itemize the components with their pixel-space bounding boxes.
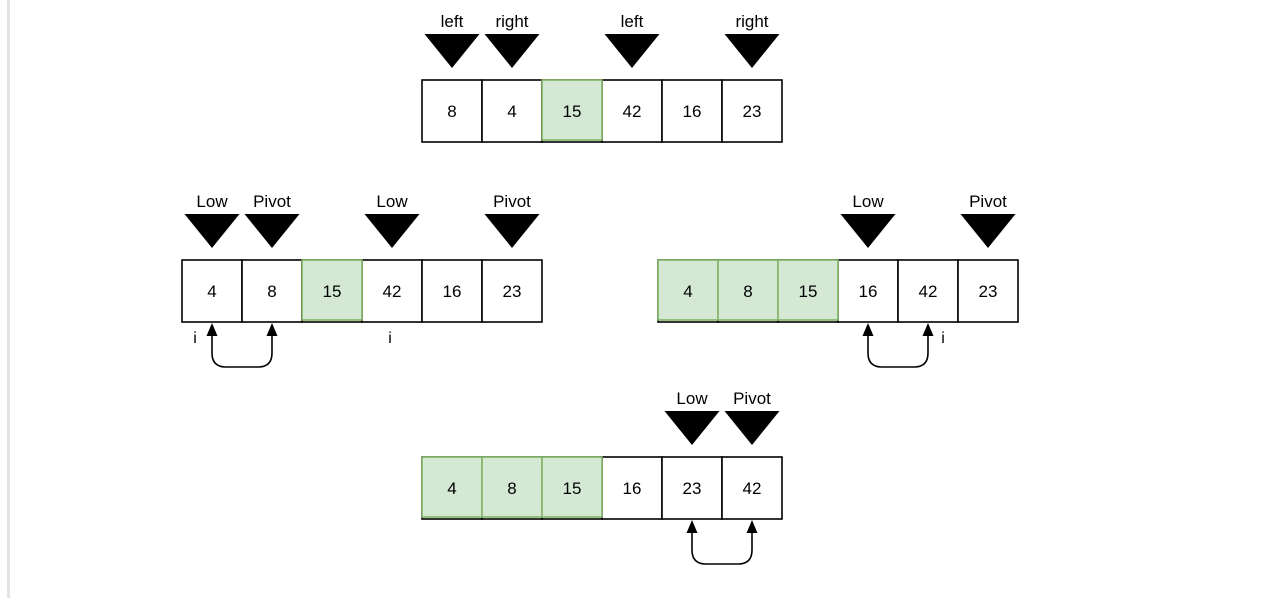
swap-arc xyxy=(867,334,929,368)
index-i-label: i xyxy=(941,330,945,347)
cell-value: 15 xyxy=(563,102,582,121)
pointer-triangle-icon xyxy=(424,34,480,68)
cell-value: 16 xyxy=(623,479,642,498)
cell-value: 8 xyxy=(743,282,752,301)
cell-value: 4 xyxy=(207,282,216,301)
swap-arc xyxy=(691,531,753,565)
pointer-label: Pivot xyxy=(493,192,531,211)
pointer-triangle-icon xyxy=(484,214,540,248)
pointer-label: Low xyxy=(376,192,408,211)
pointer-triangle-icon xyxy=(664,411,720,445)
page-edge-line xyxy=(7,0,10,598)
cell-value: 15 xyxy=(799,282,818,301)
array-cell-highlighted xyxy=(421,456,483,518)
cell-value: 8 xyxy=(267,282,276,301)
array-cell-highlighted xyxy=(541,79,603,141)
pointer-label: right xyxy=(735,12,768,31)
array-cell-highlighted xyxy=(777,259,839,321)
pointer-triangle-icon xyxy=(724,411,780,445)
cell-value: 4 xyxy=(507,102,516,121)
array-cell xyxy=(481,259,543,323)
array-group-partition-step-right: 4 8 15 16 42 23 Low Pivot i xyxy=(657,192,1019,368)
array-cell xyxy=(481,79,543,143)
pointer-triangle-icon xyxy=(960,214,1016,248)
array-cell xyxy=(897,259,959,323)
pointer-label: Low xyxy=(852,192,884,211)
array-cell xyxy=(601,456,663,520)
array-group-final-swap: 4 8 15 16 23 42 Low Pivot xyxy=(421,389,783,565)
pointer-label: left xyxy=(441,12,464,31)
cell-value: 23 xyxy=(683,479,702,498)
cell-value: 15 xyxy=(323,282,342,301)
array-cell xyxy=(837,259,899,323)
index-i-label: i xyxy=(388,330,392,347)
pointer-label: Low xyxy=(676,389,708,408)
cell-value: 16 xyxy=(443,282,462,301)
array-cell xyxy=(721,456,783,520)
cell-value: 16 xyxy=(683,102,702,121)
cell-value: 42 xyxy=(743,479,762,498)
cell-value: 16 xyxy=(859,282,878,301)
index-i-label: i xyxy=(193,330,197,347)
cell-value: 42 xyxy=(919,282,938,301)
array-group-initial-array: 8 4 15 42 16 23 left right left right xyxy=(421,12,783,143)
pointer-label: Pivot xyxy=(253,192,291,211)
cell-value: 8 xyxy=(447,102,456,121)
array-cell xyxy=(241,259,303,323)
pointer-triangle-icon xyxy=(840,214,896,248)
pointer-triangle-icon xyxy=(364,214,420,248)
swap-arc xyxy=(211,334,273,368)
array-cell xyxy=(181,259,243,323)
swap-arrowhead-icon xyxy=(746,520,758,533)
array-cell-highlighted xyxy=(301,259,363,321)
array-cell xyxy=(957,259,1019,323)
cell-value: 42 xyxy=(623,102,642,121)
cell-value: 8 xyxy=(507,479,516,498)
array-cell-highlighted xyxy=(717,259,779,321)
pointer-triangle-icon xyxy=(724,34,780,68)
array-cell xyxy=(721,79,783,143)
swap-arrowhead-icon xyxy=(922,323,934,336)
array-cell xyxy=(421,259,483,323)
cell-value: 4 xyxy=(447,479,456,498)
cell-value: 15 xyxy=(563,479,582,498)
array-cell xyxy=(661,79,723,143)
pointer-label: Low xyxy=(196,192,228,211)
array-group-partition-step-left: 4 8 15 42 16 23 Low Pivot Low Pivot i i xyxy=(181,192,543,368)
cell-value: 42 xyxy=(383,282,402,301)
pointer-triangle-icon xyxy=(604,34,660,68)
pointer-triangle-icon xyxy=(484,34,540,68)
cell-value: 23 xyxy=(503,282,522,301)
swap-arrowhead-icon xyxy=(862,323,874,336)
pointer-triangle-icon xyxy=(244,214,300,248)
array-cell-highlighted xyxy=(657,259,719,321)
cell-value: 4 xyxy=(683,282,692,301)
cell-value: 23 xyxy=(979,282,998,301)
swap-arrowhead-icon xyxy=(266,323,278,336)
swap-arrowhead-icon xyxy=(686,520,698,533)
array-cell-highlighted xyxy=(541,456,603,518)
pointer-label: left xyxy=(621,12,644,31)
array-cell xyxy=(661,456,723,520)
pointer-label: right xyxy=(495,12,528,31)
swap-arrowhead-icon xyxy=(206,323,218,336)
pointer-label: Pivot xyxy=(969,192,1007,211)
array-cell xyxy=(421,79,483,143)
pointer-triangle-icon xyxy=(184,214,240,248)
pointer-label: Pivot xyxy=(733,389,771,408)
cell-value: 23 xyxy=(743,102,762,121)
